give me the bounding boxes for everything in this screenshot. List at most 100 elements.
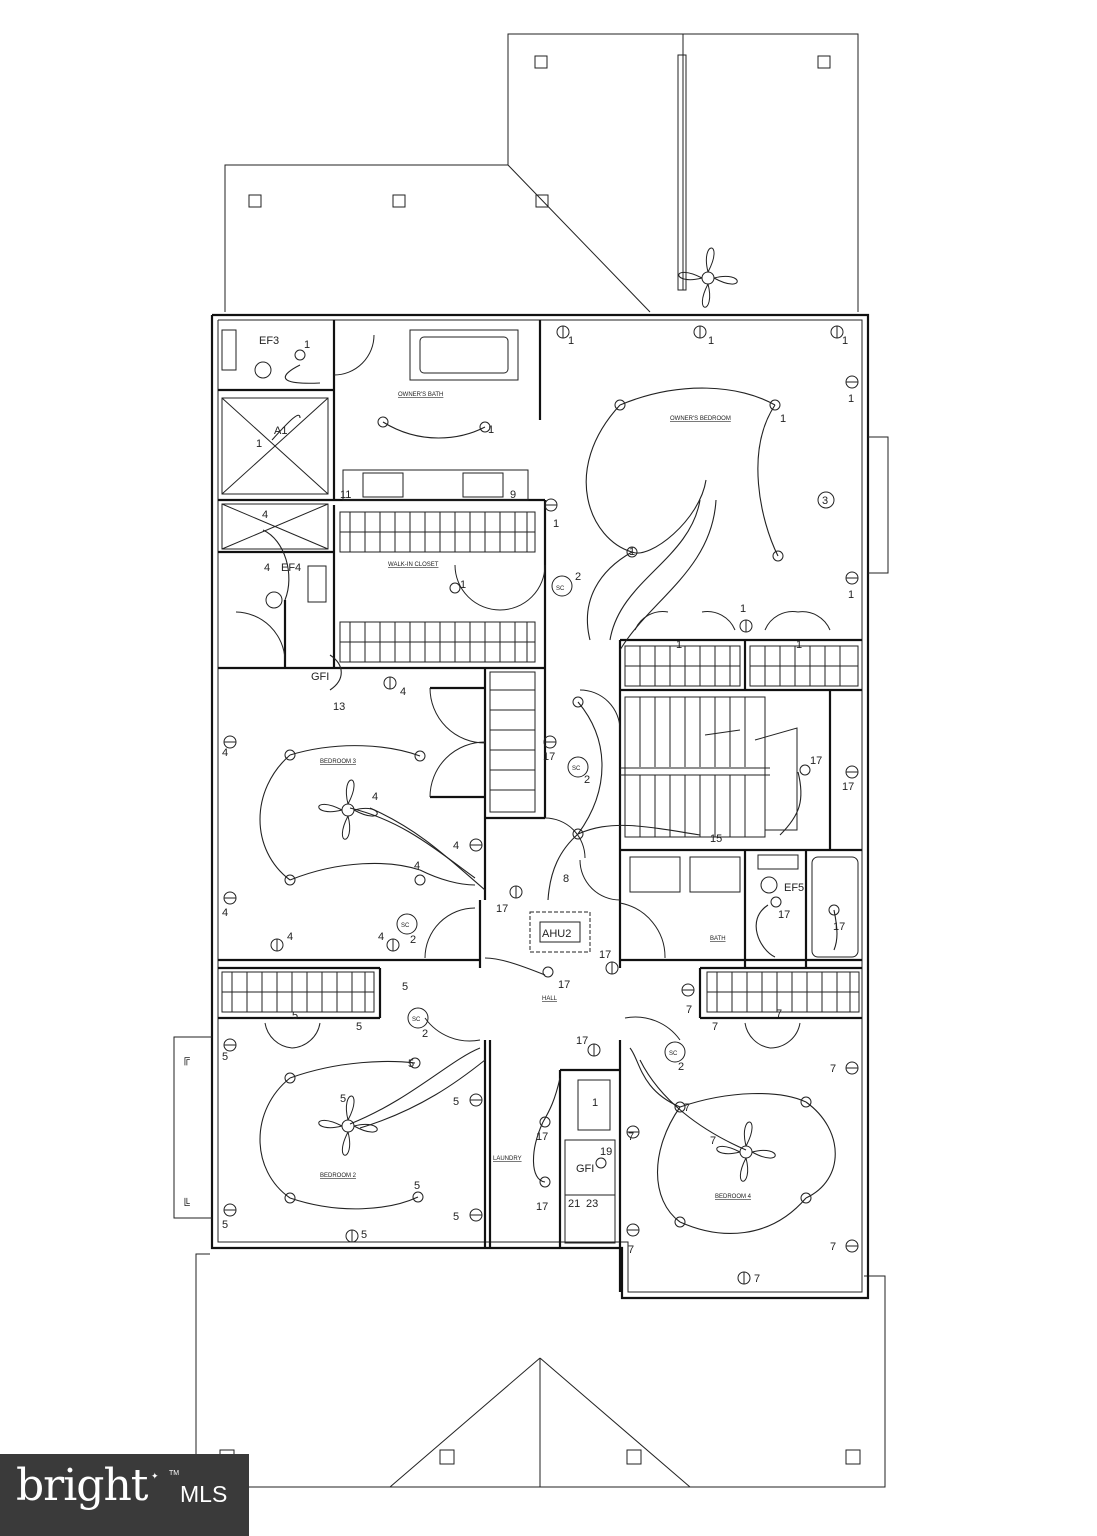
circuit-number: 17 xyxy=(543,751,555,763)
room-label-walk-in-closet: WALK-IN CLOSET xyxy=(388,562,439,568)
label-gfi: GFI xyxy=(311,671,329,683)
label-sc: SC xyxy=(572,766,581,772)
circuit-numbers: 1 1 1 1 1 1 1 1 1 1 1 1 1 1 1 2 2 2 2 2 … xyxy=(222,335,854,1285)
bump-glyph-bottom: ╚ xyxy=(182,1197,190,1211)
equipment-labels: EF3 EF4 EF5 A1 AHU2 GFI GFI SC SC SC SC … xyxy=(259,335,804,1175)
circuit-number: 4 xyxy=(372,791,378,803)
circuit-number: 1 xyxy=(842,335,848,347)
circuit-number: 17 xyxy=(576,1035,588,1047)
interior-walls xyxy=(218,320,862,1292)
circuit-number: 7 xyxy=(628,1131,634,1143)
circuit-number: 5 xyxy=(361,1229,367,1241)
circuit-number: 4 xyxy=(264,562,270,574)
logo-trademark: TM xyxy=(169,1470,180,1477)
circuit-number: 1 xyxy=(780,413,786,425)
circuit-number: 9 xyxy=(510,489,516,501)
room-label-owners-bedroom: OWNER'S BEDROOM xyxy=(670,416,731,422)
circuit-number: 8 xyxy=(563,873,569,885)
label-sc: SC xyxy=(412,1017,421,1023)
circuit-number: 17 xyxy=(599,949,611,961)
bump-glyph-top: ╔ xyxy=(182,1053,190,1066)
bright-mls-logo: bright ✦ TM MLS xyxy=(0,1454,249,1536)
room-label-bedroom-4: BEDROOM 4 xyxy=(715,1194,752,1200)
circuit-number: 7 xyxy=(830,1241,836,1253)
circuit-number: 7 xyxy=(628,1244,634,1256)
label-gfi-laundry: GFI xyxy=(576,1163,594,1175)
circuit-number: 1 xyxy=(708,335,714,347)
circuit-number: 5 xyxy=(222,1219,228,1231)
circuit-number: 17 xyxy=(496,903,508,915)
receptacle-outlets xyxy=(223,325,859,1285)
circuit-number: 5 xyxy=(453,1096,459,1108)
circuit-number: 15 xyxy=(710,833,722,845)
circuit-number: 1 xyxy=(796,639,802,651)
circuit-number: 7 xyxy=(776,1008,782,1020)
circuit-number: 4 xyxy=(378,931,384,943)
circuit-number: 7 xyxy=(686,1004,692,1016)
circuit-number: 5 xyxy=(340,1093,346,1105)
circuit-number: 1 xyxy=(256,438,262,450)
label-sc: SC xyxy=(669,1051,678,1057)
circuit-number: 17 xyxy=(842,781,854,793)
room-label-hall: HALL xyxy=(542,996,558,1002)
circuit-number: 17 xyxy=(536,1201,548,1213)
circuit-number: 4 xyxy=(222,747,228,759)
circuit-number: 1 xyxy=(460,579,466,591)
room-label-bedroom-2: BEDROOM 2 xyxy=(320,1173,357,1179)
circuit-number: 5 xyxy=(402,981,408,993)
logo-mls: MLS xyxy=(180,1481,228,1507)
circuit-number: 4 xyxy=(414,860,420,872)
circuit-number: 1 xyxy=(592,1097,598,1109)
circuit-number: 1 xyxy=(553,518,559,530)
room-label-bath: BATH xyxy=(710,936,726,942)
circuit-number: 4 xyxy=(400,686,406,698)
room-label-owners-bath: OWNER'S BATH xyxy=(398,392,443,398)
logo-star-icon: ✦ xyxy=(151,1471,159,1481)
circuit-number: 1 xyxy=(848,393,854,405)
stairs xyxy=(620,696,798,838)
label-sc: SC xyxy=(556,586,565,592)
circuit-number: 2 xyxy=(410,934,416,946)
circuit-wiring xyxy=(259,364,838,1234)
circuit-number: 2 xyxy=(422,1028,428,1040)
circuit-number: 4 xyxy=(262,509,268,521)
circuit-number: 17 xyxy=(833,921,845,933)
room-labels: OWNER'S BATH OWNER'S BEDROOM WALK-IN CLO… xyxy=(320,392,752,1200)
circuit-number: 5 xyxy=(222,1051,228,1063)
circuit-number: 5 xyxy=(414,1180,420,1192)
room-label-bedroom-3: BEDROOM 3 xyxy=(320,759,357,765)
circuit-number: 23 xyxy=(586,1198,598,1210)
circuit-number: 5 xyxy=(292,1010,298,1022)
ceiling-fan-icon xyxy=(318,779,378,840)
circuit-number: 17 xyxy=(558,979,570,991)
circuit-number: 17 xyxy=(778,909,790,921)
closet-shelving xyxy=(221,511,860,1013)
circuit-number: 1 xyxy=(304,339,310,351)
label-ef3: EF3 xyxy=(259,335,279,347)
label-ahu2: AHU2 xyxy=(542,928,571,940)
circuit-number: 1 xyxy=(740,603,746,615)
circuit-number: 1 xyxy=(676,639,682,651)
circuit-number: 5 xyxy=(453,1211,459,1223)
lower-deck-outline xyxy=(195,1253,886,1488)
circuit-number: 21 xyxy=(568,1198,580,1210)
light-fixtures xyxy=(284,349,840,1228)
circuit-number: 19 xyxy=(600,1146,612,1158)
ceiling-fan-icon xyxy=(716,1121,776,1182)
circuit-number: 17 xyxy=(536,1131,548,1143)
circuit-number: 17 xyxy=(810,755,822,767)
room-label-laundry: LAUNDRY xyxy=(493,1156,522,1162)
circuit-number: 7 xyxy=(684,1102,690,1114)
circuit-number: 1 xyxy=(848,589,854,601)
circuit-number: 1 xyxy=(488,424,494,436)
circuit-number: 7 xyxy=(830,1063,836,1075)
label-sc: SC xyxy=(401,923,410,929)
circuit-number: 1 xyxy=(568,335,574,347)
circuit-number: 7 xyxy=(754,1273,760,1285)
circuit-number: 5 xyxy=(408,1058,414,1070)
circuit-number: 3 xyxy=(822,495,828,507)
circuit-number: 7 xyxy=(710,1135,716,1147)
circuit-number: 4 xyxy=(222,907,228,919)
circuit-number: 1 xyxy=(629,546,635,558)
